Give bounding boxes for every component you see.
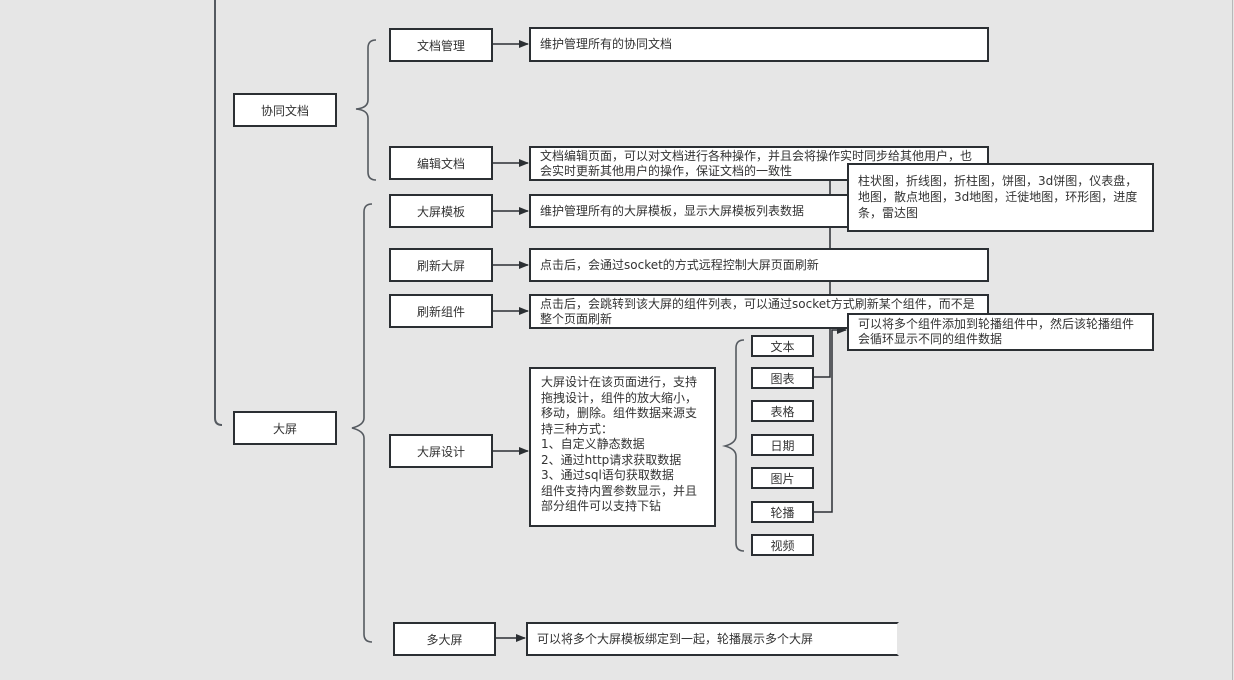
desc-multi-screen: 可以将多个大屏模板绑定到一起，轮播展示多个大屏	[526, 622, 899, 656]
node-doc-edit[interactable]: 编辑文档	[389, 146, 493, 180]
node-collab-docs[interactable]: 协同文档	[233, 93, 337, 127]
root-bracket	[214, 0, 223, 426]
component-video[interactable]: 视频	[751, 534, 814, 556]
node-refresh-screen[interactable]: 刷新大屏	[389, 248, 493, 282]
node-doc-manage[interactable]: 文档管理	[389, 28, 493, 62]
node-big-screen[interactable]: 大屏	[233, 411, 337, 445]
component-date[interactable]: 日期	[751, 434, 814, 456]
canvas-edge	[1232, 0, 1233, 680]
bracket-components	[721, 339, 745, 552]
note-chart-types: 柱状图，折线图，折柱图，饼图，3d饼图，仪表盘，地图，散点地图，3d地图，迁徙地…	[847, 163, 1154, 232]
bracket-collab-docs	[355, 39, 377, 181]
component-image[interactable]: 图片	[751, 467, 814, 489]
desc-screen-design: 大屏设计在该页面进行，支持拖拽设计，组件的放大缩小，移动，删除。组件数据来源支持…	[529, 367, 716, 527]
component-table[interactable]: 表格	[751, 400, 814, 422]
node-refresh-component[interactable]: 刷新组件	[389, 294, 493, 328]
node-multi-screen[interactable]: 多大屏	[393, 622, 496, 656]
note-carousel: 可以将多个组件添加到轮播组件中，然后该轮播组件会循环显示不同的组件数据	[847, 313, 1154, 351]
component-chart[interactable]: 图表	[751, 367, 814, 389]
node-screen-design[interactable]: 大屏设计	[389, 434, 493, 468]
desc-refresh-screen: 点击后，会通过socket的方式远程控制大屏页面刷新	[529, 248, 989, 282]
bracket-big-screen	[351, 203, 373, 643]
arrow-carousel-note	[813, 326, 847, 513]
node-screen-template[interactable]: 大屏模板	[389, 194, 493, 228]
desc-doc-manage: 维护管理所有的协同文档	[529, 27, 989, 62]
component-carousel[interactable]: 轮播	[751, 501, 814, 523]
component-text[interactable]: 文本	[751, 335, 814, 357]
